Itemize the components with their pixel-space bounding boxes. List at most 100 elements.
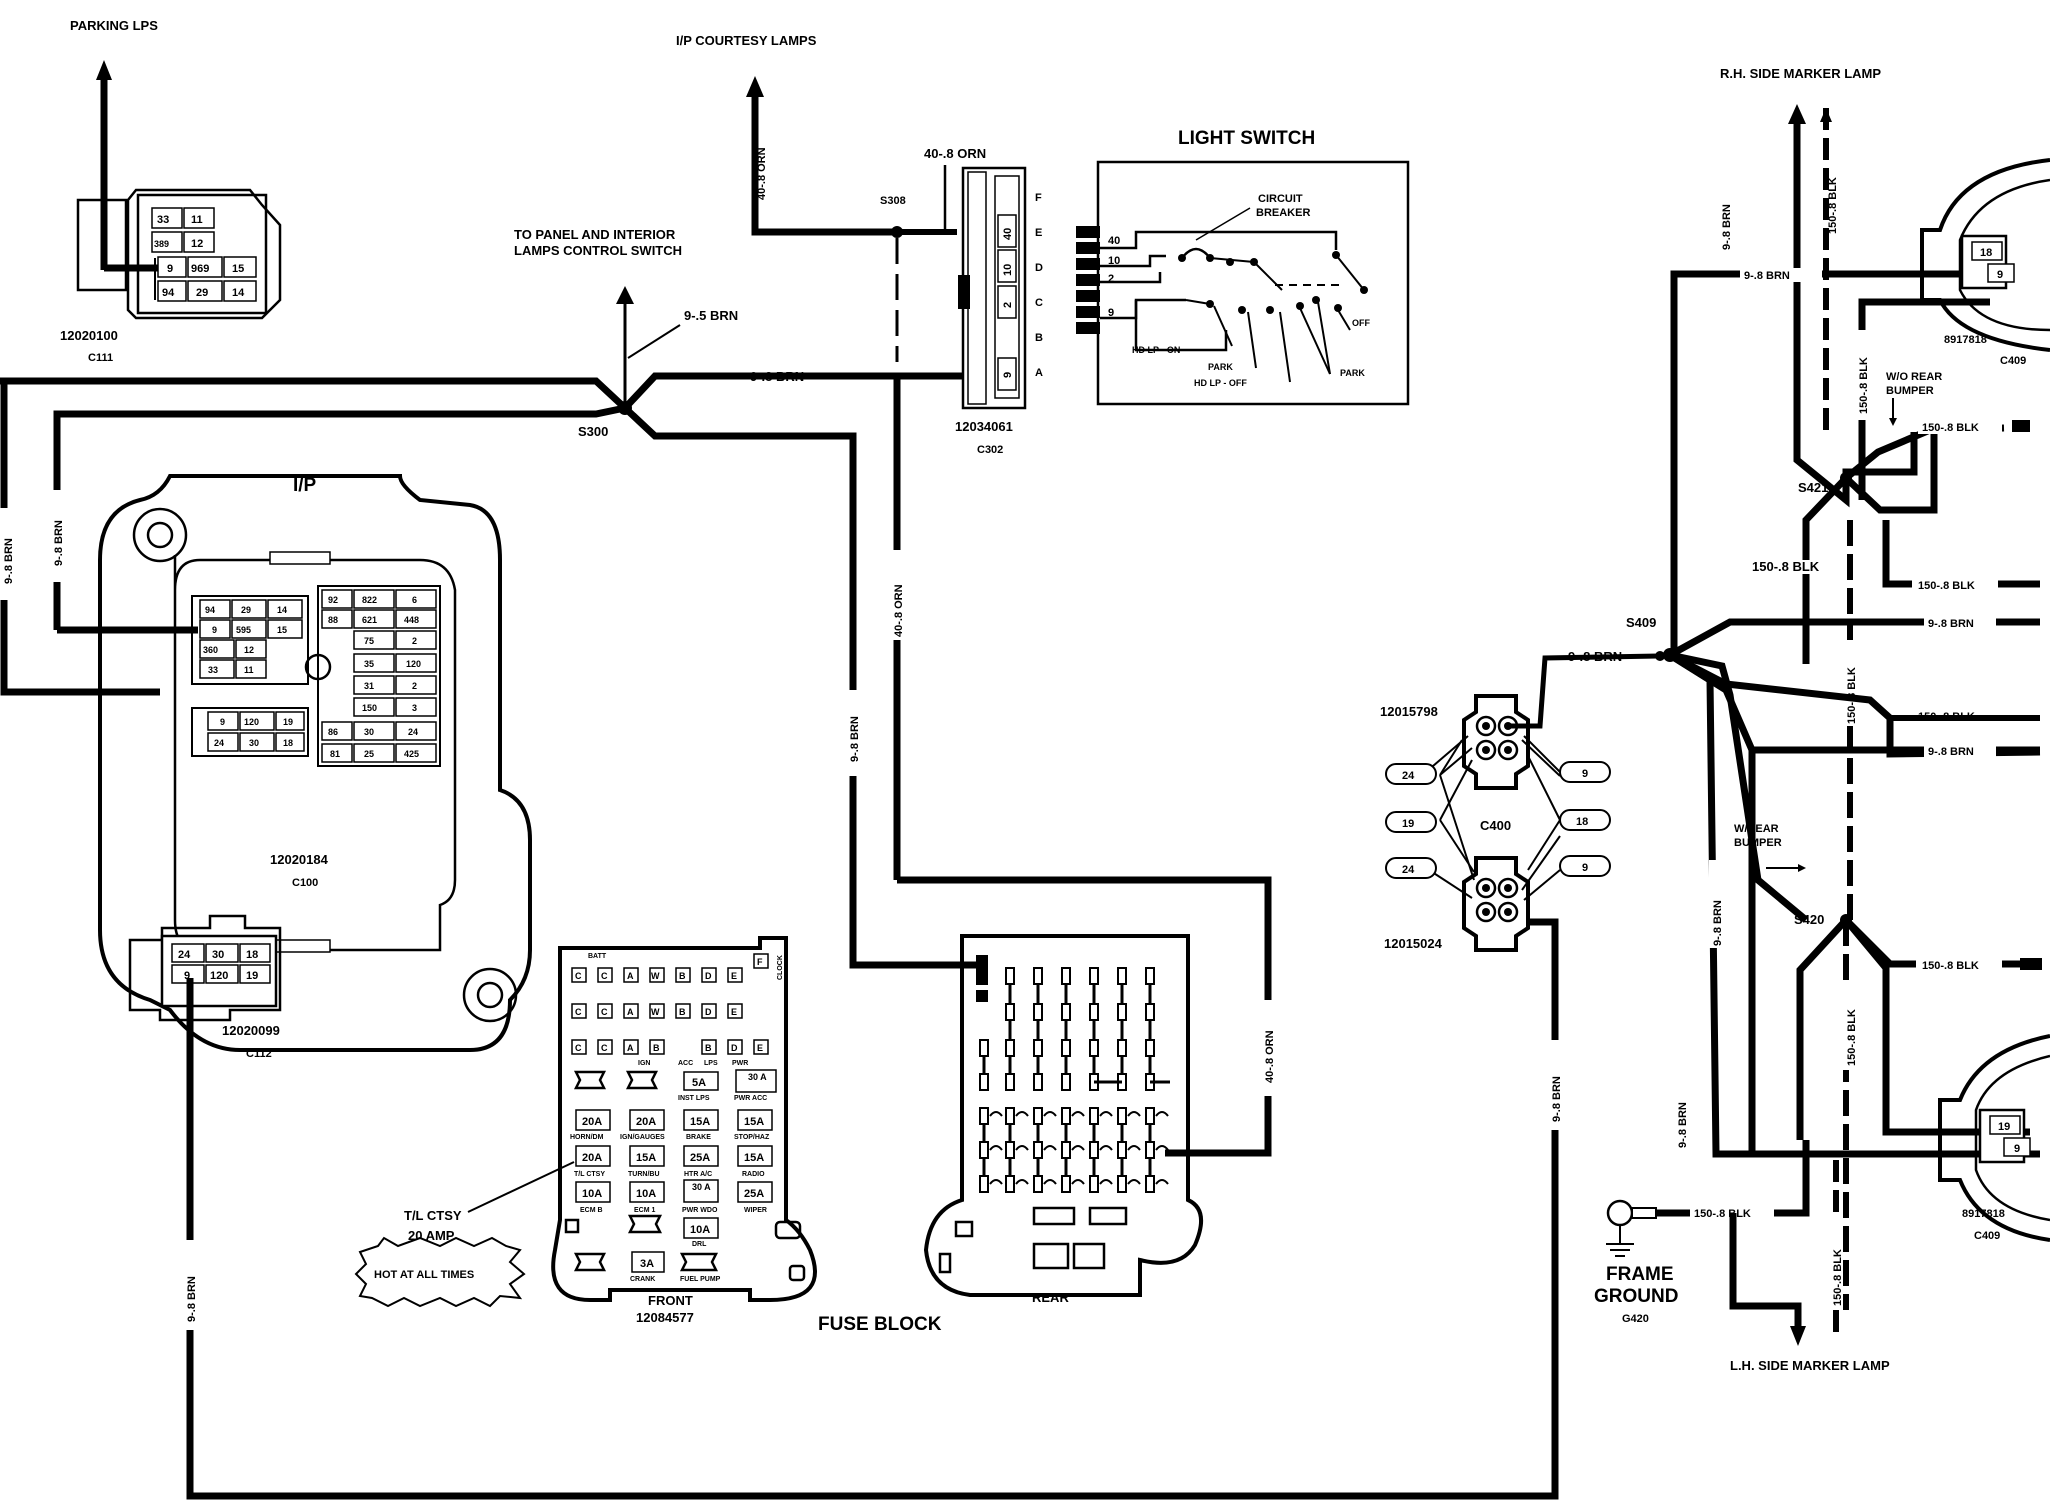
term-e: E [757,1043,763,1053]
hot-at-all-times-label: HOT AT ALL TIMES [374,1269,474,1281]
wire-label-150-blk-bottom: 150-.8 BLK [1832,1249,1844,1306]
fuse-5a: 5A [692,1077,706,1089]
c302-wire-40: 40 [1002,228,1014,240]
fuse-15a-3: 15A [636,1152,656,1164]
fuse-name-ign-gauges: IGN/GAUGES [620,1134,665,1141]
ip-r-cell-25: 25 [364,749,374,759]
fuse-name-inst-lps: INST LPS [678,1095,710,1102]
term-b: B [653,1043,660,1053]
ip-cell-11: 11 [244,665,254,675]
term-b: B [679,1007,686,1017]
fuse-20a-2: 20A [636,1116,656,1128]
c409-bottom-pin-19: 19 [1998,1121,2010,1133]
wire-label-9-8-brn-s300: 9-.8 BRN [750,369,804,384]
term-d: D [705,971,712,981]
fuse-name-radio: RADIO [742,1171,765,1178]
term-d: D [705,1007,712,1017]
c302-wire-9: 9 [1002,372,1014,378]
term-a: A [627,1007,634,1017]
c111-connector: PARKING LPS 33 11 389 12 9 969 15 94 29 … [60,18,282,364]
fuse-name-brake: BRAKE [686,1134,711,1141]
fuse-row-3: C C A B B D E IGN ACC LPS PWR [571,1039,769,1067]
fuse-name-drl: DRL [692,1241,707,1248]
fuse-name-crank: CRANK [630,1276,655,1283]
c100-part-number: 12020184 [270,852,329,867]
rear-fuse-block: REAR [923,934,1204,1305]
c112-cell-30: 30 [212,949,224,961]
ip-cell-360: 360 [203,645,218,655]
wire-label-9-8-brn-rh-top: 9-.8 BRN [1721,204,1733,250]
c111-cell-389: 389 [154,239,169,249]
term-c: C [601,1007,608,1017]
wire-label-150-blk-s420: 150-.8 BLK [1922,960,1979,972]
wire-label-150-blk-s421: 150-.8 BLK [1752,559,1820,574]
wire-label-40-orn-s308: 40-.8 ORN [924,146,986,161]
ip-cell-94: 94 [205,605,215,615]
arrow-up-icon [96,60,112,80]
acc-label: ACC [678,1060,693,1067]
fuse-name-pwr-wdo: PWR WDO [682,1207,718,1214]
ip-r-cell-31: 31 [364,681,374,691]
wire-label-9-8-brn-mid: 9-.8 BRN [849,716,861,762]
fuse-grid: 5A 30 A INST LPS PWR ACC 20A 20A 15A 15A… [564,1069,806,1283]
c409-bottom-lamp: 19 9 8917818 C409 [1938,1034,2050,1242]
fuse-15a-4: 15A [744,1152,764,1164]
switch-wire-40: 40 [1108,235,1120,247]
wire-label-40-orn-mid: 40-.8 ORN [893,584,905,637]
fuse-name-horn: HORN/DM [570,1134,604,1141]
ip-r-cell-86: 86 [328,727,338,737]
c111-cell-11: 11 [191,214,203,226]
fuse-name-fuel-pump: FUEL PUMP [680,1276,721,1283]
c400-bottom-part-number: 12015024 [1384,936,1443,951]
light-switch: LIGHT SWITCH 40 10 2 9 CIRCUIT BREAKER [1076,128,1410,406]
ip-r-cell-2b: 2 [412,681,417,691]
c302-pin-e: E [1035,227,1042,239]
ip-r-cell-822: 822 [362,595,377,605]
rh-side-marker-label: R.H. SIDE MARKER LAMP [1720,66,1881,81]
c400-pin-right-mid: 18 [1576,816,1588,828]
term-f: F [757,957,763,967]
term-c: C [601,971,608,981]
c112-cell-19: 19 [246,970,258,982]
fuse-block-title: FUSE BLOCK [818,1314,942,1335]
wire-label-150-blk-ground: 150-.8 BLK [1694,1208,1751,1220]
c100-ip-connector: I/P 94 29 14 9 595 15 360 12 33 11 9 120… [98,474,532,1052]
ip-cell-9: 9 [212,625,217,635]
c112-cell-18: 18 [246,949,258,961]
term-w: W [651,1007,660,1017]
arrow-up-icon [1788,104,1806,124]
c112-part-number: 12020099 [222,1023,280,1038]
frame-ground-icon [1606,1199,1657,1257]
fuse-name-tl-ctsy: T/L CTSY [574,1171,605,1178]
c400-pin-right-bottom: 9 [1582,862,1588,874]
arrow-up-icon [616,286,634,304]
term-b: B [705,1043,712,1053]
s420-label: S420 [1794,912,1824,927]
fuse-25a-1: 25A [690,1152,710,1164]
s409-label: S409 [1626,615,1656,630]
frame-ground-label-1: FRAME [1606,1264,1674,1285]
wire-label-40-orn-rear: 40-.8 ORN [1264,1030,1276,1083]
wire-label-9-5-brn: 9-.5 BRN [684,308,738,323]
ip-r-cell-120: 120 [406,659,421,669]
wire-label-150-blk-wo: 150-.8 BLK [1922,422,1979,434]
fuse-name-ecm-b: ECM B [580,1207,603,1214]
ip-r-cell-88: 88 [328,615,338,625]
ip-cell-595: 595 [236,625,251,635]
c400-pin-left-bottom: 24 [1402,864,1415,876]
c302-pin-b: B [1035,332,1043,344]
wire-label-9-8-brn-left2: 9-.8 BRN [53,520,65,566]
c302-label: C302 [977,444,1003,456]
ip-cell-33: 33 [208,665,218,675]
wire-label-150-blk-top: 150-.8 BLK [1827,177,1839,234]
c409-top-pin-9: 9 [1997,269,2003,281]
ip-r-cell-30: 30 [364,727,374,737]
s308-label: S308 [880,195,906,207]
ip-r-cell-3: 3 [412,703,417,713]
term-e: E [731,1007,737,1017]
c111-cell-94: 94 [162,287,175,299]
c409-bottom-part-number: 8917818 [1962,1208,2005,1220]
s421-label: S421 [1798,480,1828,495]
wire-label-150-blk-v1: 150-.8 BLK [1858,357,1870,414]
ip-r-cell-75: 75 [364,636,374,646]
